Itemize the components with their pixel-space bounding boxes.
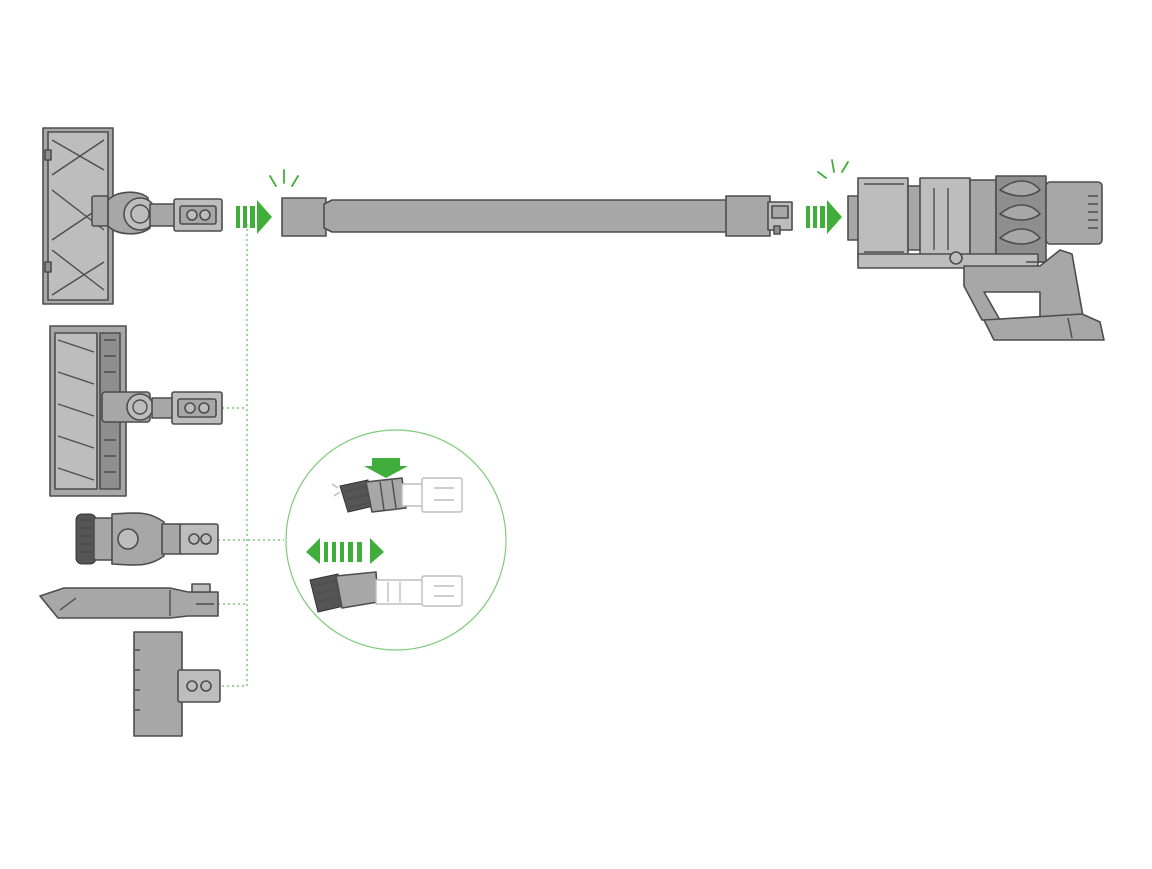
crevice-tool <box>39 583 219 619</box>
press-down-arrow-icon <box>364 458 408 478</box>
mini-motorised-tool <box>133 631 221 737</box>
push-arrow-icon <box>806 200 842 234</box>
brush-attachment-detail <box>285 429 507 651</box>
click-sound-icon <box>269 169 299 187</box>
main-body <box>847 175 1105 341</box>
motorbar-cleaner-head <box>42 127 223 305</box>
push-arrow-icon <box>236 200 272 234</box>
slide-double-arrow-icon <box>306 538 384 564</box>
attachment-connector-lines <box>218 224 284 687</box>
wand <box>281 195 793 237</box>
click-sound-icon <box>817 159 849 179</box>
combination-tool <box>75 512 219 566</box>
fluffy-cleaner-head <box>49 325 223 497</box>
